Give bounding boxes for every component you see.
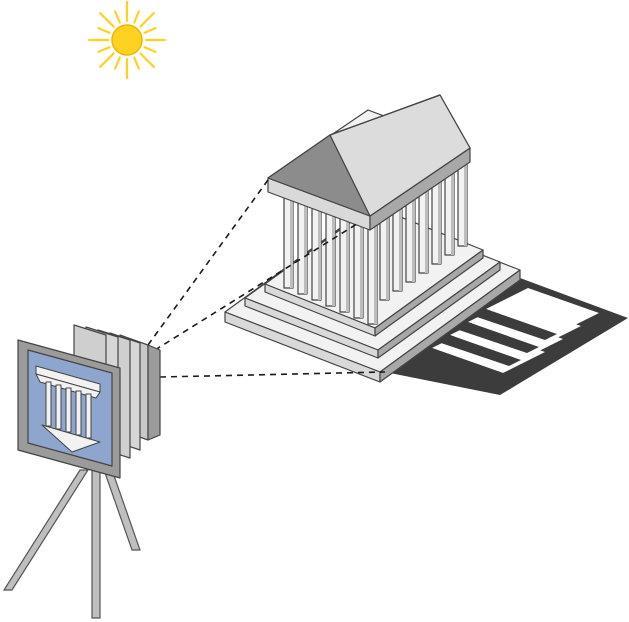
temple-column-shade [346,210,349,312]
temple-icon [224,94,521,383]
temple-column-shade [386,208,389,300]
temple-column-shade [399,199,402,291]
temple-column-shade [438,172,441,264]
sun-ray [139,12,155,28]
tripod-icon [2,469,141,619]
sun-ray [99,12,115,28]
temple-column-shade [318,200,321,300]
temple-column-shade [374,220,377,324]
temple-column-shade [412,190,415,282]
sun-ray [143,27,157,34]
sun-ray [99,52,115,68]
sun-ray [97,27,111,34]
sun-ray [133,56,140,70]
sun-ray [114,56,121,70]
temple-column-shade [425,181,428,273]
sun-ray [114,10,121,24]
temple-column-shade [332,205,335,306]
temple-column-shade [304,195,307,294]
sun-icon [87,0,167,80]
temple-column-shade [290,190,293,288]
sun-ray [97,46,111,53]
sun-ray [143,46,157,53]
temple-column-shade [360,215,363,318]
temple-column-shade [464,154,467,246]
sun-ray [139,52,155,68]
temple-shadow [385,278,628,395]
projection-lines [147,179,386,378]
camera-icon [17,324,161,479]
temple-column-shade [451,163,454,255]
sun-ray [133,10,140,24]
